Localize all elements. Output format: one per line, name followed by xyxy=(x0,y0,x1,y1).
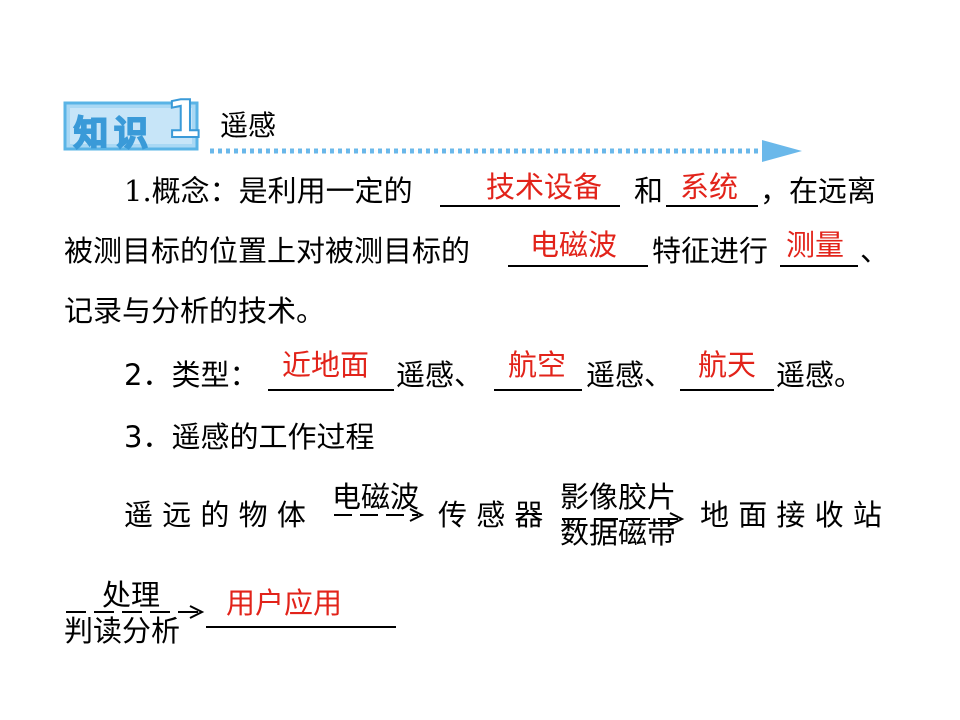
arrow1-label: 电磁波 xyxy=(332,480,420,514)
blank-user-application xyxy=(206,626,396,628)
concept-line1-suffix: ，在远离 xyxy=(760,174,877,208)
blank-em xyxy=(508,265,648,267)
section-header: 知识 1 遥感 xyxy=(62,89,822,168)
types-word3: 遥感。 xyxy=(776,358,864,392)
answer-tech-equipment: 技术设备 xyxy=(486,170,603,204)
arrow2-bottom: 数据磁带 xyxy=(560,516,677,550)
concept-line3: 记录与分析的技术。 xyxy=(64,294,326,328)
blank-tech xyxy=(440,205,620,207)
concept-line2-mid: 特征进行 xyxy=(652,234,769,268)
dotted-arrow-line xyxy=(210,140,802,162)
arrow-right-icon xyxy=(562,512,685,526)
blank-measure xyxy=(780,265,858,267)
arrow2-top: 影像胶片 xyxy=(560,480,677,514)
answer-measure: 测量 xyxy=(786,228,845,262)
badge-text: 知识 xyxy=(73,113,154,155)
arrow3-top: 处理 xyxy=(102,578,161,612)
blank-space xyxy=(680,389,774,391)
badge-number: 1 xyxy=(165,89,203,151)
flow-object: 遥 远 的 物 体 xyxy=(124,498,306,532)
blank-near-ground xyxy=(268,389,394,391)
arrow-right-icon xyxy=(66,605,205,619)
blank-system xyxy=(666,205,758,207)
knowledge-badge xyxy=(63,101,199,151)
concept-line2-prefix: 被测目标的位置上对被测目标的 xyxy=(64,234,471,268)
section-title: 遥感 xyxy=(220,109,277,142)
answer-user-application: 用户应用 xyxy=(226,586,343,620)
flow-sensor: 传 感 器 xyxy=(438,498,544,532)
concept-line2-suffix: 、 xyxy=(860,234,890,268)
arrow3-bottom: 判读分析 xyxy=(64,614,181,648)
types-label: 2．类型： xyxy=(124,358,259,392)
answer-near-ground: 近地面 xyxy=(282,348,370,382)
types-word2: 遥感、 xyxy=(586,358,674,392)
concept-and: 和 xyxy=(634,174,664,208)
blank-aviation xyxy=(494,389,582,391)
answer-system: 系统 xyxy=(680,170,739,204)
answer-electromagnetic: 电磁波 xyxy=(530,228,618,262)
types-word1: 遥感、 xyxy=(396,358,484,392)
process-label: 3．遥感的工作过程 xyxy=(124,420,375,454)
arrow-right-icon xyxy=(334,508,425,522)
flow-station: 地 面 接 收 站 xyxy=(700,498,882,532)
answer-aviation: 航空 xyxy=(508,348,567,382)
concept-line1-prefix: 1.概念：是利用一定的 xyxy=(124,174,413,208)
answer-space: 航天 xyxy=(698,348,757,382)
